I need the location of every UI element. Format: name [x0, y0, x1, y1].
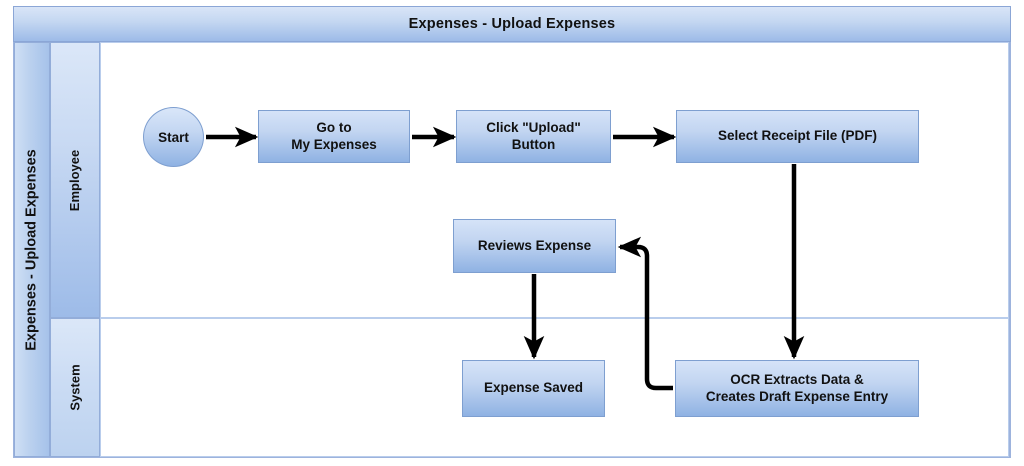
- diagram-title: Expenses - Upload Expenses: [408, 16, 616, 32]
- node-reviews-expense[interactable]: Reviews Expense: [453, 219, 616, 273]
- lane-label-system-text: System: [67, 364, 83, 411]
- node-start[interactable]: Start: [143, 107, 204, 167]
- node-go-to-my-expenses[interactable]: Go to My Expenses: [258, 110, 410, 163]
- node-ocr-extracts-line1: OCR Extracts Data &: [730, 372, 864, 388]
- pool-label-text: Expenses - Upload Expenses: [24, 148, 40, 351]
- node-click-upload[interactable]: Click "Upload" Button: [456, 110, 611, 163]
- node-select-receipt[interactable]: Select Receipt File (PDF): [676, 110, 919, 163]
- node-expense-saved-line1: Expense Saved: [483, 380, 584, 396]
- node-click-upload-line2: Button: [511, 136, 556, 152]
- node-select-receipt-line1: Select Receipt File (PDF): [717, 128, 878, 144]
- lane-label-system: System: [50, 318, 100, 457]
- lane-body-employee: [100, 42, 1009, 318]
- node-ocr-extracts-line2: Creates Draft Expense Entry: [705, 388, 889, 404]
- pool-label: Expenses - Upload Expenses: [14, 42, 50, 457]
- diagram-title-bar: Expenses - Upload Expenses: [13, 6, 1011, 42]
- node-ocr-extracts[interactable]: OCR Extracts Data & Creates Draft Expens…: [675, 360, 919, 417]
- node-click-upload-line1: Click "Upload": [486, 120, 581, 136]
- lane-label-employee: Employee: [50, 42, 100, 318]
- node-expense-saved[interactable]: Expense Saved: [462, 360, 605, 417]
- node-reviews-expense-line1: Reviews Expense: [477, 237, 592, 253]
- node-start-label: Start: [158, 129, 189, 145]
- node-go-to-my-expenses-line2: My Expenses: [291, 136, 377, 152]
- lane-label-employee-text: Employee: [67, 149, 83, 211]
- node-go-to-my-expenses-line1: Go to: [316, 120, 352, 136]
